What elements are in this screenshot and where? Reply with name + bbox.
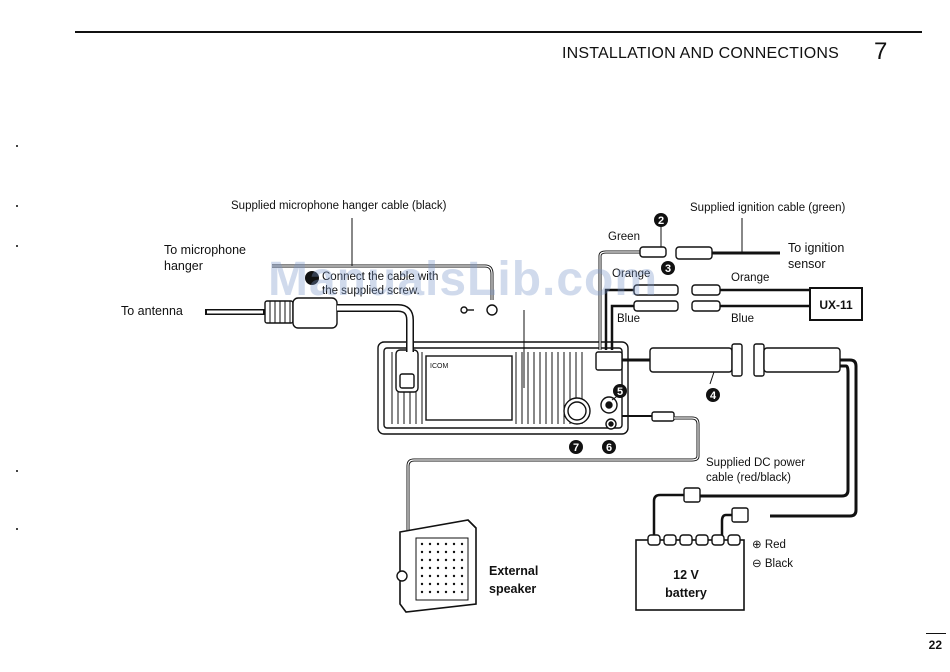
- orange-wire-left-label: Orange: [612, 268, 651, 280]
- to-ignition-sensor-label: To ignition sensor: [788, 241, 845, 271]
- minus-icon: ⊖: [752, 558, 762, 570]
- callout-4-label: 4: [710, 390, 717, 402]
- callout-7-label: 7: [573, 442, 579, 454]
- header-rule: [75, 31, 922, 33]
- radio-body: [377, 341, 629, 435]
- black-terminal-label: ⊖ Black: [752, 556, 793, 570]
- blue-wire-left-label: Blue: [617, 313, 641, 325]
- callout-6: [602, 440, 616, 454]
- callout-3-label: 3: [665, 263, 671, 275]
- black-text: Black: [764, 558, 793, 570]
- section-title: INSTALLATION AND CONNECTIONS: [562, 45, 840, 62]
- mic-hanger-cable-label: Supplied microphone hanger cable (black): [231, 200, 447, 212]
- plus-icon: ⊕: [752, 539, 762, 551]
- ux11-label: UX-11: [819, 298, 853, 312]
- watermark: ManualsLib.com: [268, 253, 659, 306]
- margin-mark: [16, 145, 18, 147]
- to-antenna-label: To antenna: [121, 304, 183, 318]
- callout-2-label: 2: [658, 215, 664, 227]
- radio-brand-label: ICOM: [430, 363, 448, 370]
- dc-cable-label: Supplied DC power cable (red/black): [706, 457, 806, 484]
- margin-mark: [16, 470, 18, 472]
- to-mic-hanger-label: To microphone hanger: [164, 243, 246, 273]
- callout-3: [661, 261, 675, 275]
- callout-4: [706, 388, 720, 402]
- page-number-rule: [926, 633, 946, 634]
- green-wire-label: Green: [608, 231, 640, 243]
- callout-5-label: 5: [617, 386, 623, 398]
- battery-label: 12 V battery: [665, 568, 707, 600]
- margin-mark: [16, 528, 18, 530]
- page-number: 22: [928, 638, 942, 652]
- callout-5: [613, 384, 627, 398]
- margin-mark: [16, 205, 18, 207]
- blue-wire-right-label: Blue: [731, 313, 755, 325]
- external-speaker-label: External speaker: [489, 564, 539, 596]
- connect-note-label: Connect the cable with the supplied scre…: [322, 271, 439, 297]
- red-terminal-label: ⊕ Red: [752, 537, 786, 551]
- ignition-cable-label: Supplied ignition cable (green): [690, 202, 846, 214]
- callout-6-label: 6: [606, 442, 612, 454]
- orange-wire-right-label: Orange: [731, 272, 770, 284]
- callout-7: [569, 440, 583, 454]
- chapter-number: 7: [874, 38, 888, 65]
- callout-1: [305, 271, 319, 285]
- margin-mark: [16, 245, 18, 247]
- red-text: Red: [764, 539, 786, 551]
- callout-2: [654, 213, 668, 227]
